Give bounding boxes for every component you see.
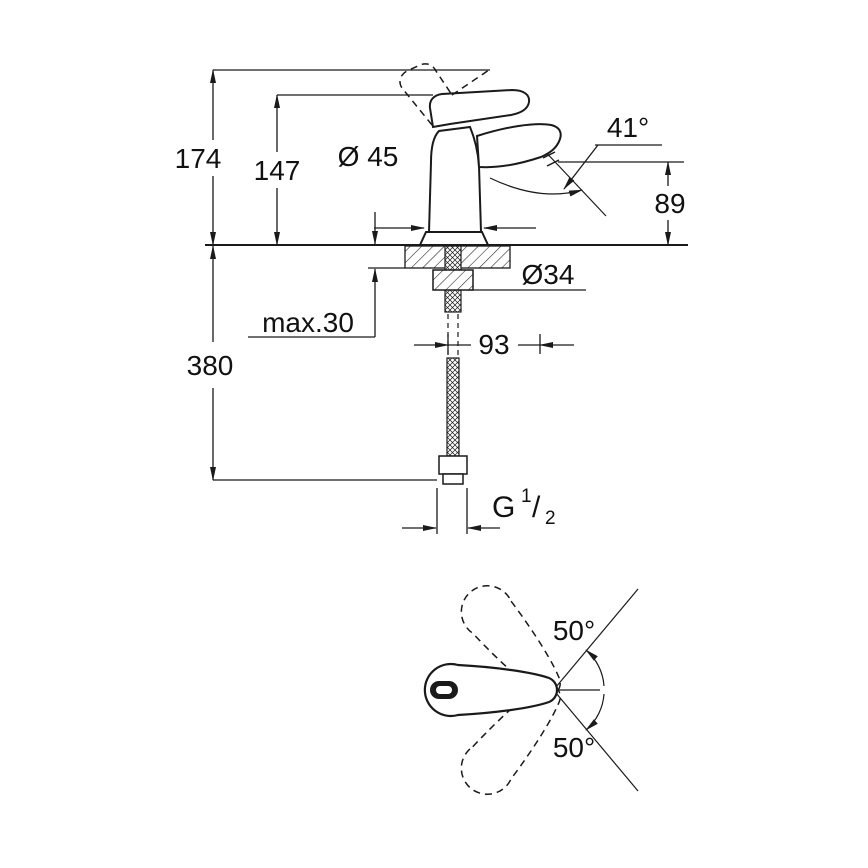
elevation-dimension-lines (205, 69, 688, 534)
dim-depth-label: 93 (478, 329, 509, 360)
swing-arc-upper (585, 649, 605, 687)
spout-angle-arc (489, 177, 583, 197)
lever-grip-slot-inner (436, 686, 452, 694)
swing-ext-lower (555, 692, 639, 792)
dim-spout-angle-label: 41° (607, 112, 649, 143)
aerator-line-1 (542, 151, 556, 159)
flex-hose (446, 357, 460, 457)
swing-ext-upper (555, 588, 639, 688)
faucet-spout (475, 123, 562, 169)
handle-raised-projection-dashed (451, 69, 490, 96)
aerator-line-2 (546, 159, 560, 167)
thread-numerator-label: 1 (521, 486, 532, 507)
faucet-handle (428, 88, 531, 129)
mounting-nut (432, 269, 474, 291)
thread-slash-label: / (532, 491, 541, 524)
dim-hole-diameter-label: Ø34 (522, 259, 575, 290)
swing-arc-lower (585, 693, 605, 731)
faucet-elevation (399, 63, 562, 485)
thread-denominator-label: 2 (545, 508, 556, 529)
faucet-handle-raised-dashed (399, 63, 453, 126)
dim-deck-thickness-label: max.30 (262, 307, 354, 338)
spout-axis-line (540, 146, 607, 217)
leader-41 (563, 144, 599, 190)
hose-connector (438, 455, 468, 475)
dim-spout-height-label: 89 (654, 188, 685, 219)
dim-body-diameter-label: Ø 45 (338, 141, 399, 172)
dim-overall-height-label: 174 (175, 143, 222, 174)
dimension-labels: 174 147 Ø 45 41° 89 Ø34 max.30 93 380 G … (175, 112, 686, 763)
base-escutcheon (418, 231, 490, 246)
hose-connector-tip (442, 473, 464, 485)
thread-g-label: G (492, 491, 515, 524)
dim-swing-upper-label: 50° (553, 615, 595, 646)
dim-swing-lower-label: 50° (553, 732, 595, 763)
faucet-body (427, 125, 483, 233)
dim-hose-length-label: 380 (187, 350, 234, 381)
plan-view (423, 574, 639, 806)
dim-body-height-label: 147 (254, 155, 301, 186)
